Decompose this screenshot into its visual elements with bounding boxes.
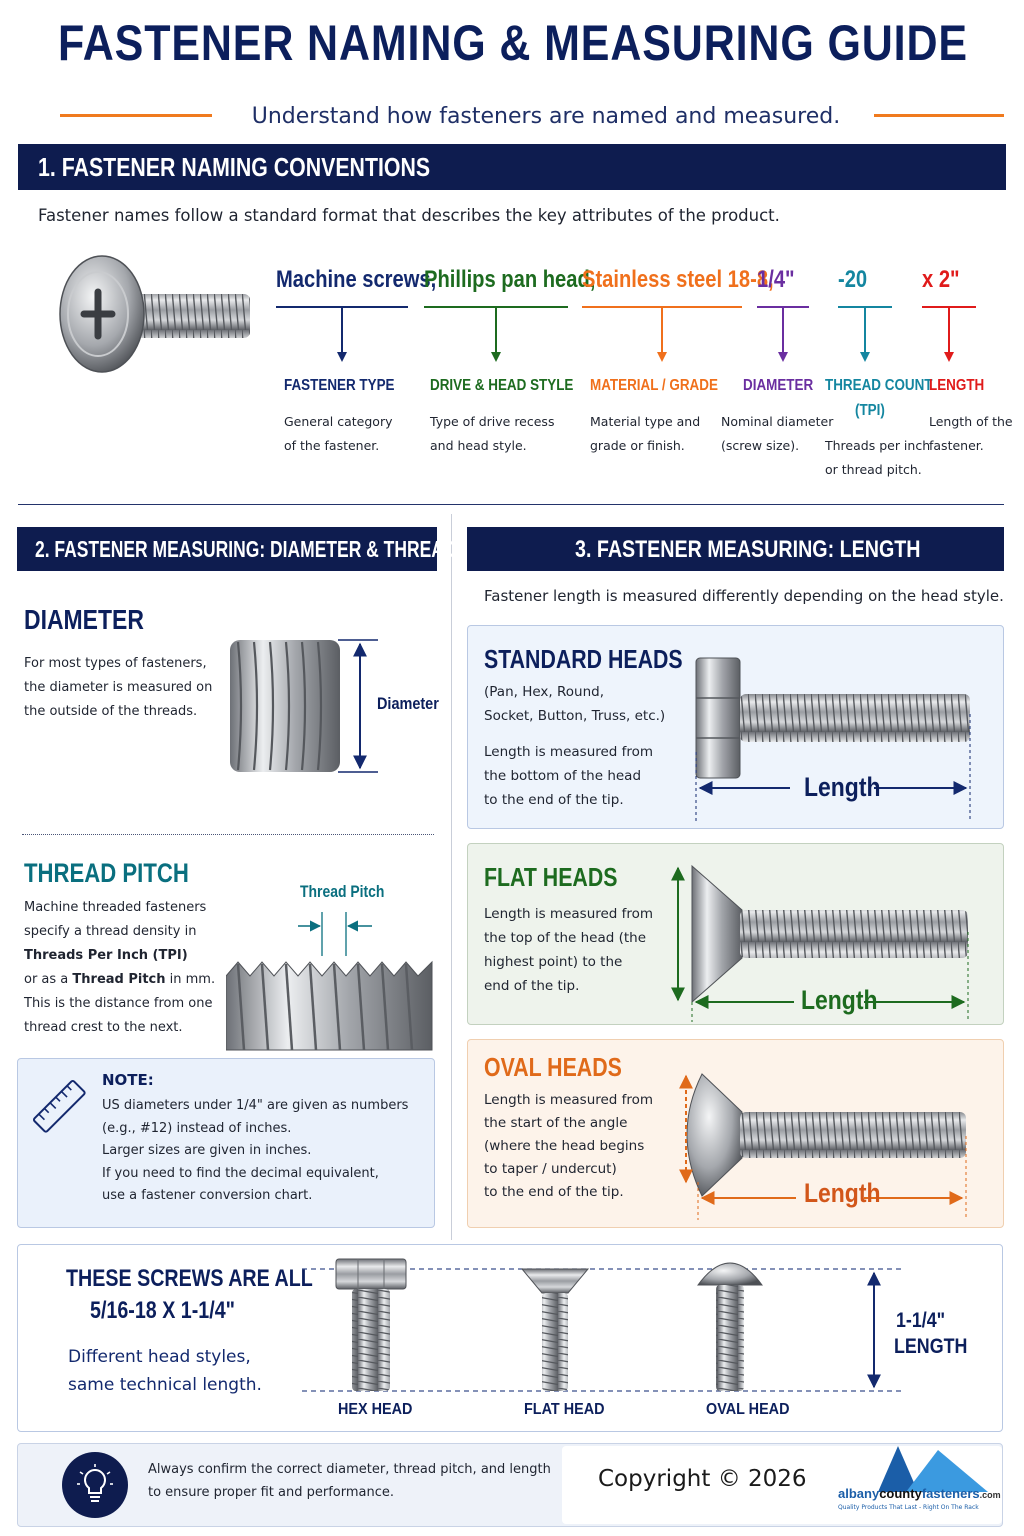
naming-label: MATERIAL / GRADE <box>590 377 718 394</box>
naming-term: -20 <box>838 266 868 293</box>
naming-term: Machine screws, <box>276 266 437 293</box>
note-text: US diameters under 1/4" are given as num… <box>102 1098 409 1203</box>
lightbulb-icon <box>77 1464 113 1502</box>
thread-pitch-text: Machine threaded fasteners specify a thr… <box>24 900 216 1035</box>
comparison-title-line2: 5/16-18 X 1-1/4" <box>90 1297 235 1324</box>
flat-head-label: FLAT HEAD <box>524 1401 605 1418</box>
flat-heads-panel: FLAT HEADS Length is measured from the t… <box>467 843 1004 1025</box>
naming-label: FASTENER TYPE <box>284 377 395 394</box>
naming-label: LENGTH <box>929 377 985 394</box>
oval-head-screw-image <box>679 1073 967 1220</box>
diameter-text: For most types of fasteners, the diamete… <box>24 656 213 719</box>
footer-panel: Always confirm the correct diameter, thr… <box>17 1443 1003 1527</box>
naming-arrow <box>341 306 343 356</box>
arrow-down-icon <box>944 352 954 362</box>
naming-label: DRIVE & HEAD STYLE <box>430 377 574 394</box>
section-divider <box>18 504 1004 505</box>
naming-arrow <box>495 306 497 356</box>
naming-label: THREAD COUNT <box>825 377 933 394</box>
naming-arrow <box>864 306 866 356</box>
arrow-down-icon <box>778 352 788 362</box>
flat-head-screw-image <box>671 864 969 1022</box>
column-divider <box>451 514 452 1240</box>
section3-heading: 3. FASTENER MEASURING: LENGTH <box>575 536 921 563</box>
standard-heads-panel: STANDARD HEADS (Pan, Hex, Round, Socket,… <box>467 625 1004 829</box>
diameter-callout: Diameter <box>377 694 439 713</box>
phillips-icon <box>80 288 116 340</box>
section3-intro: Fastener length is measured differently … <box>484 587 1004 605</box>
naming-term: x 2" <box>922 266 960 293</box>
flat-length-label: Length <box>801 985 878 1015</box>
lightbulb-icon-circle <box>62 1452 128 1518</box>
footer-tip: Always confirm the correct diameter, thr… <box>148 1462 551 1500</box>
arrow-down-icon <box>860 352 870 362</box>
naming-label: DIAMETER <box>743 377 814 394</box>
standard-heads-text: (Pan, Hex, Round, Socket, Button, Truss,… <box>484 684 666 808</box>
standard-heads-title: STANDARD HEADS <box>484 644 683 674</box>
ruler-icon <box>32 1079 86 1133</box>
oval-heads-title: OVAL HEADS <box>484 1052 622 1082</box>
comparison-panel: THESE SCREWS ARE ALL 5/16-18 X 1-1/4" Di… <box>17 1244 1003 1432</box>
naming-term: 1/4" <box>757 266 795 293</box>
thread-pitch-title: THREAD PITCH <box>24 858 189 888</box>
comparison-length-word: LENGTH <box>894 1335 968 1358</box>
arrow-down-icon <box>657 352 667 362</box>
naming-label-line2: (TPI) <box>855 402 885 419</box>
section1-intro: Fastener names follow a standard format … <box>38 206 780 225</box>
page-title: FASTENER NAMING & MEASURING GUIDE <box>58 15 968 71</box>
copyright-text: Copyright © 2026 <box>598 1466 807 1492</box>
oval-length-label: Length <box>804 1178 881 1208</box>
hex-head-label: HEX HEAD <box>338 1401 413 1418</box>
naming-description: Nominal diameter(screw size). <box>721 414 834 453</box>
standard-length-label: Length <box>804 772 881 802</box>
section1-heading: 1. FASTENER NAMING CONVENTIONS <box>38 152 431 182</box>
comparison-screws-image <box>302 1258 904 1392</box>
section2-heading-bar: 2. FASTENER MEASURING: DIAMETER & THREAD… <box>17 527 514 571</box>
title-rule-left <box>60 114 212 117</box>
section1-heading-bar: 1. FASTENER NAMING CONVENTIONS <box>18 144 1006 190</box>
flat-heads-title: FLAT HEADS <box>484 862 618 892</box>
thread-pitch-image <box>226 912 433 1051</box>
diameter-title: DIAMETER <box>24 604 144 635</box>
pan-head-screw-image <box>59 255 250 373</box>
footer-logo-area: Copyright © 2026 albanycountyfasteners.c… <box>562 1446 1002 1524</box>
company-logo: albanycountyfasteners.com <box>838 1486 1001 1501</box>
naming-arrow <box>782 306 784 356</box>
note-box: NOTE: US diameters under 1/4" are given … <box>17 1058 435 1228</box>
note-title: NOTE: <box>102 1071 154 1089</box>
naming-term: Stainless steel 18-8, <box>582 266 774 293</box>
comparison-subtitle: Different head styles, same technical le… <box>68 1347 262 1395</box>
oval-heads-text: Length is measured from the start of the… <box>484 1092 654 1200</box>
section3-heading-bar: 3. FASTENER MEASURING: LENGTH <box>467 527 1004 571</box>
flat-heads-text: Length is measured from the top of the h… <box>484 906 654 994</box>
dotted-divider <box>22 834 434 835</box>
section2-heading: 2. FASTENER MEASURING: DIAMETER & THREAD… <box>35 536 514 562</box>
thread-pitch-callout: Thread Pitch <box>300 882 385 901</box>
arrow-down-icon <box>337 352 347 362</box>
comparison-length-value: 1-1/4" <box>896 1309 946 1332</box>
hex-bolt-image <box>695 657 971 822</box>
oval-head-label: OVAL HEAD <box>706 1401 790 1418</box>
logo-sail-icon <box>878 1446 988 1492</box>
naming-term: Phillips pan head, <box>424 266 596 293</box>
title-rule-right <box>874 114 1004 117</box>
logo-tagline: Quality Products That Last - Right On Th… <box>838 1504 979 1511</box>
naming-arrow <box>661 306 663 356</box>
arrow-down-icon <box>491 352 501 362</box>
naming-parts: Machine screws, FASTENER TYPE General cate… <box>0 0 1024 500</box>
thread-diameter-image <box>230 639 378 773</box>
comparison-title-line1: THESE SCREWS ARE ALL <box>66 1265 313 1292</box>
oval-heads-panel: OVAL HEADS Length is measured from the s… <box>467 1039 1004 1228</box>
page-subtitle: Understand how fasteners are named and m… <box>251 104 841 129</box>
naming-arrow <box>948 306 950 356</box>
